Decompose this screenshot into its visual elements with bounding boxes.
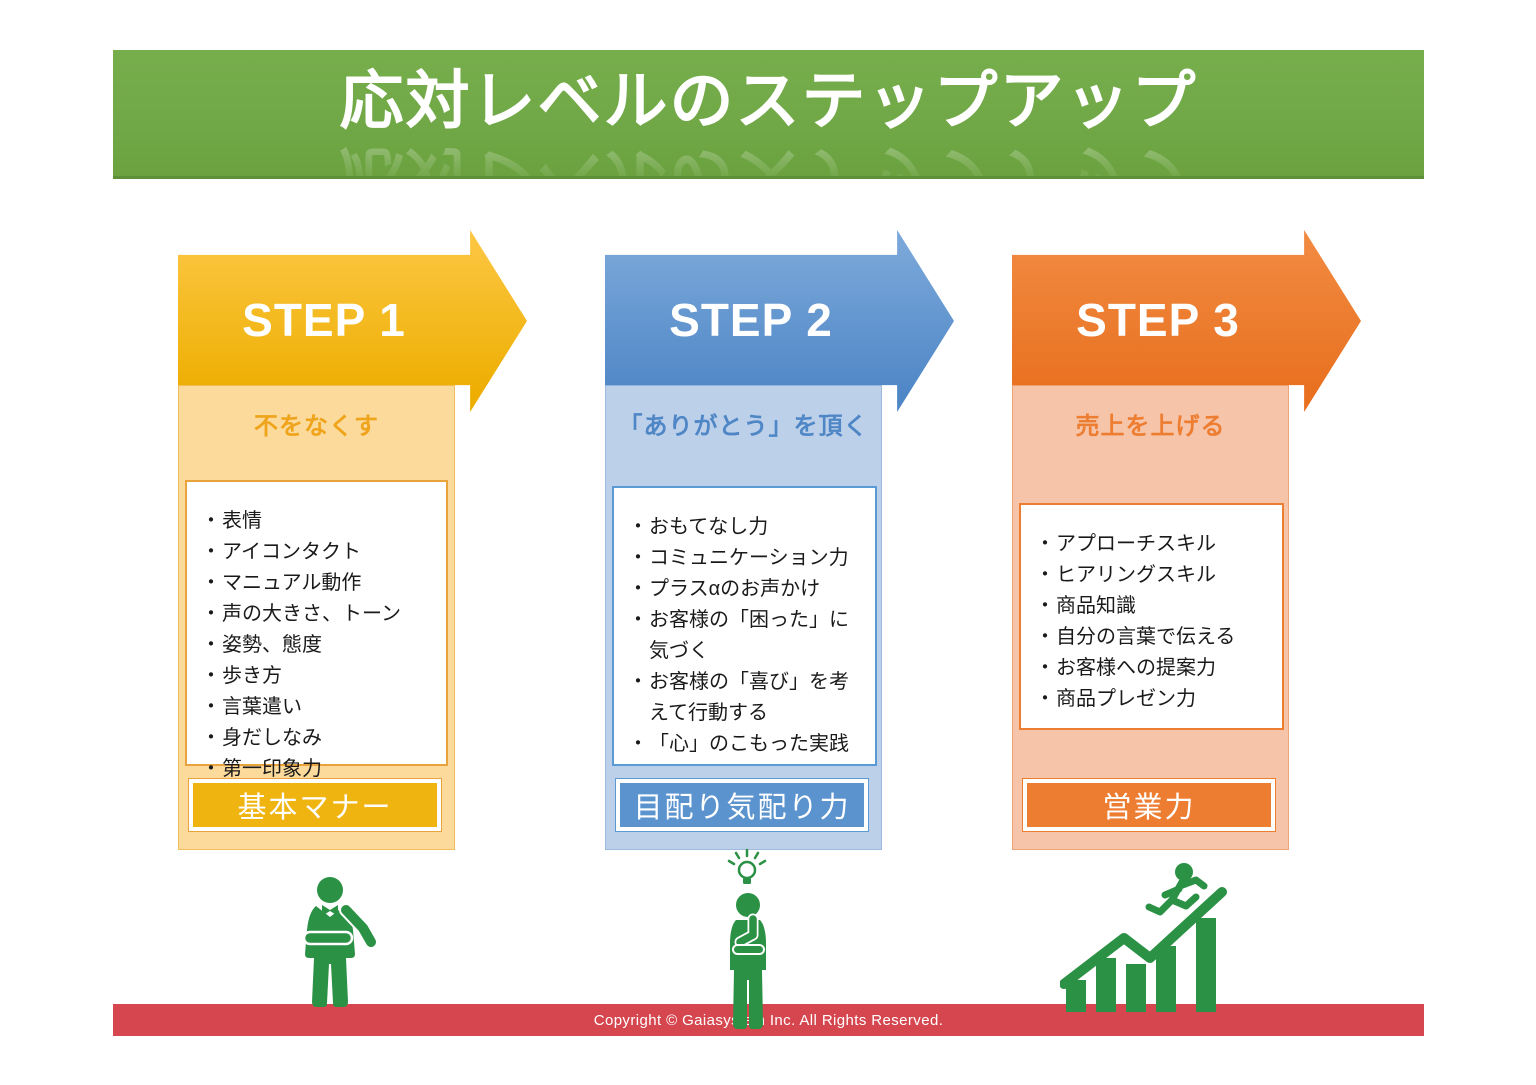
bullet: ・: [201, 665, 221, 687]
bullet: ・: [1035, 564, 1055, 586]
idea-person-icon: [700, 848, 795, 1036]
copyright-text: Copyright © Gaiasystem Inc. All Rights R…: [593, 1011, 944, 1029]
bullet: ・: [1035, 657, 1055, 679]
bullet: ・: [201, 541, 221, 563]
bullet: ・: [628, 578, 648, 600]
list-item: ・第一印象力: [201, 754, 438, 785]
step1-badge: 基本マナー: [189, 779, 441, 831]
step3-badge: 営業力: [1023, 779, 1275, 831]
list-item: ・「心」のこもった実践: [628, 729, 867, 760]
bullet: ・: [201, 603, 221, 625]
step1-skill-list: ・表情 ・アイコンタクト ・マニュアル動作 ・声の大きさ、トーン ・姿勢、態度 …: [185, 480, 448, 780]
bullet: ・: [628, 671, 648, 693]
bullet: ・: [201, 510, 221, 532]
list-item: ・ヒアリングスキル: [1035, 560, 1274, 591]
bullet: ・: [201, 696, 221, 718]
list-item: ・身だしなみ: [201, 723, 438, 754]
bullet: ・: [1035, 595, 1055, 617]
step1-title: STEP 1: [242, 294, 406, 346]
bullet: ・: [628, 733, 648, 755]
title-banner: 応対レベルのステップアップ 応対レベルのステップアップ: [113, 50, 1424, 179]
growth-chart-runner-icon: [1060, 862, 1242, 1012]
list-item: ・お客様への提案力: [1035, 653, 1274, 684]
step1-subtitle: 不をなくす: [254, 413, 379, 440]
list-item: ・表情: [201, 506, 438, 537]
step1-arrow-shape: [178, 230, 527, 412]
list-item: ・歩き方: [201, 661, 438, 692]
step3-arrow-shape: [1012, 230, 1361, 412]
step3-column: STEP 3 売上を上げる ・アプローチスキル ・ヒアリングスキル ・商品知識 …: [1012, 230, 1362, 850]
list-item: ・姿勢、態度: [201, 630, 438, 661]
list-item: ・コミュニケーション力: [628, 543, 867, 574]
page-title: 応対レベルのステップアップ: [339, 65, 1198, 137]
step3-title: STEP 3: [1076, 294, 1240, 346]
list-item: ・自分の言葉で伝える: [1035, 622, 1274, 653]
list-item: ・アプローチスキル: [1035, 529, 1274, 560]
bullet: ・: [1035, 688, 1055, 710]
list-item: ・アイコンタクト: [201, 537, 438, 568]
list-item: ・おもてなし力: [628, 512, 867, 543]
list-item: ・商品プレゼン力: [1035, 684, 1274, 715]
bullet: ・: [201, 758, 221, 780]
list-item: ・言葉遣い: [201, 692, 438, 723]
bullet: ・: [201, 634, 221, 656]
bullet: ・: [201, 572, 221, 594]
bullet: ・: [1035, 626, 1055, 648]
step2-column: STEP 2 「ありがとう」を頂く ・おもてなし力 ・コミュニケーション力 ・プ…: [605, 230, 955, 850]
waiter-icon: [278, 876, 393, 1012]
list-item: ・お客様の「喜び」を考えて行動する: [628, 667, 867, 729]
list-item: ・商品知識: [1035, 591, 1274, 622]
bullet: ・: [201, 727, 221, 749]
list-item: ・声の大きさ、トーン: [201, 599, 438, 630]
step2-skill-list: ・おもてなし力 ・コミュニケーション力 ・プラスαのお声かけ ・お客様の「困った…: [612, 486, 877, 766]
bullet: ・: [628, 516, 648, 538]
step3-subtitle: 売上を上げる: [1075, 413, 1226, 440]
step2-subtitle: 「ありがとう」を頂く: [618, 413, 869, 440]
step3-skill-list: ・アプローチスキル ・ヒアリングスキル ・商品知識 ・自分の言葉で伝える ・お客…: [1019, 503, 1284, 730]
list-item: ・マニュアル動作: [201, 568, 438, 599]
step2-arrow-shape: [605, 230, 954, 412]
step2-badge: 目配り気配り力: [616, 779, 868, 831]
bullet: ・: [628, 609, 648, 631]
bullet: ・: [1035, 533, 1055, 555]
list-item: ・プラスαのお声かけ: [628, 574, 867, 605]
step1-column: STEP 1 不をなくす ・表情 ・アイコンタクト ・マニュアル動作 ・声の大き…: [178, 230, 528, 850]
step2-title: STEP 2: [669, 294, 833, 346]
page-title-reflection: 応対レベルのステップアップ: [339, 139, 1198, 179]
list-item: ・お客様の「困った」に気づく: [628, 605, 867, 667]
bullet: ・: [628, 547, 648, 569]
